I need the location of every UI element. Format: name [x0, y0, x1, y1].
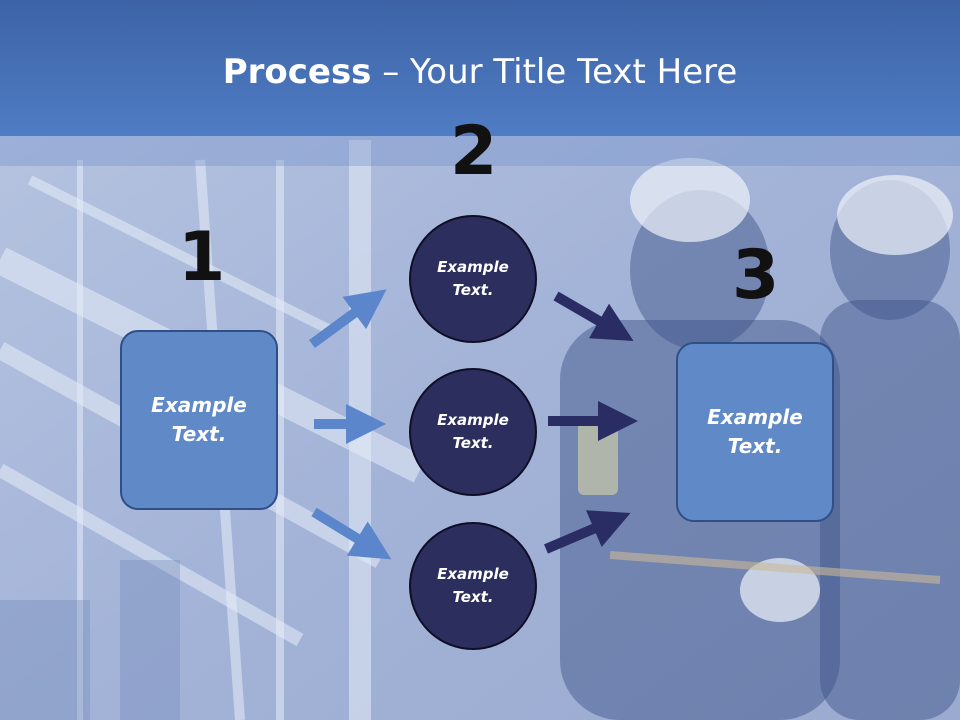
step-box-3-line1: Example [707, 405, 803, 429]
circle-1-line2: Text. [452, 281, 494, 299]
circle-2-line2: Text. [452, 434, 494, 452]
circle-3-line1: Example [437, 565, 509, 583]
circle-2-line1: Example [437, 411, 509, 429]
step-box-3-line2: Text. [727, 434, 783, 458]
step-box-1-line1: Example [151, 393, 247, 417]
title-bar-fade [0, 136, 960, 166]
title-bar [0, 0, 960, 136]
arrow-box1-to-circle3 [311, 507, 392, 560]
step-number-3: 3 [732, 236, 780, 315]
title-rest: – Your Title Text Here [371, 52, 738, 92]
arrow-box1-to-circle1 [309, 289, 387, 349]
circle-3-line2: Text. [452, 588, 494, 606]
arrow-circle3-to-box3 [544, 510, 631, 554]
slide-title: Process – Your Title Text Here [0, 52, 960, 92]
step-number-2: 2 [450, 112, 498, 191]
arrow-circle1-to-box3 [553, 291, 634, 342]
circle-1-line1: Example [437, 258, 509, 276]
step-number-1: 1 [178, 218, 226, 297]
step-box-1-line2: Text. [171, 422, 227, 446]
title-bold: Process [222, 52, 372, 92]
